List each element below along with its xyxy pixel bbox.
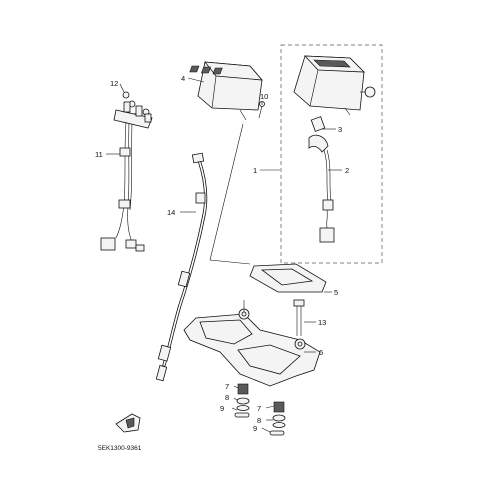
socket-harness — [100, 121, 145, 252]
callout-14: 14 — [167, 208, 175, 217]
callout-9: 9 — [220, 404, 224, 413]
callout-12: 12 — [110, 79, 118, 88]
callout-11: 11 — [95, 150, 103, 159]
diagram-code: 5EK1300-9361 — [98, 445, 142, 452]
sensor-lead-2 — [308, 134, 335, 243]
front-direction-arrow-icon — [115, 413, 141, 433]
callout-7-right: 7 — [257, 404, 261, 413]
callout-8: 8 — [225, 393, 229, 402]
callout-5: 5 — [334, 288, 338, 297]
speedometer-cable — [155, 152, 208, 382]
bulb-sockets — [113, 91, 153, 129]
damper-stack-right — [269, 401, 286, 436]
speed-sensor-3 — [310, 116, 326, 132]
callout-2: 2 — [345, 166, 349, 175]
callout-4: 4 — [181, 74, 185, 83]
callout-1: 1 — [253, 166, 257, 175]
leader-lines — [106, 77, 342, 433]
meter-assembly — [293, 55, 376, 116]
bracket-6 — [183, 300, 321, 387]
callout-8-right: 8 — [257, 416, 261, 425]
callout-10: 10 — [260, 92, 268, 101]
callout-7-left: 7 — [225, 382, 229, 391]
meter-unit — [189, 61, 263, 121]
callout-3: 3 — [338, 125, 342, 134]
gasket-5 — [249, 263, 327, 293]
damper-stack-left — [234, 383, 250, 418]
assembly-group-box — [280, 44, 383, 264]
bolt-13 — [293, 299, 305, 336]
callout-9-right: 9 — [253, 424, 257, 433]
callout-6: 6 — [319, 348, 323, 357]
callout-13: 13 — [318, 318, 326, 327]
